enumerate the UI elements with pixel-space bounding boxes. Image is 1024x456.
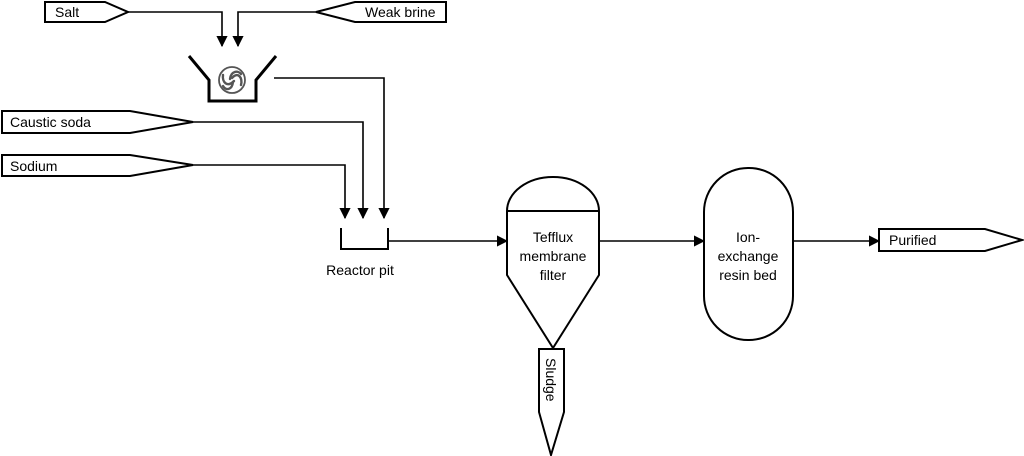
weak-brine-label: Weak brine [365,4,436,20]
reactor-pit: Reactor pit [326,228,394,278]
filter-label-line-1: Tefflux [533,229,573,245]
caustic-soda-input-tag: Caustic soda [1,110,194,134]
reactor-pit-label: Reactor pit [326,262,394,278]
salt-input-tag: Salt [44,1,131,23]
resin-bed-label-line-1: Ion- [736,229,760,245]
mixer-hopper [187,55,278,103]
salt-flow-line [128,11,228,48]
sodium-input-tag: Sodium [1,154,194,177]
resin-bed-label-line-3: resin bed [719,267,777,283]
brine-flow-line [232,11,316,48]
ion-exchange-resin-bed: Ion- exchange resin bed [703,167,794,341]
purified-label: Purified [889,232,936,248]
sludge-label: Sludge [543,358,559,402]
salt-label: Salt [55,4,79,20]
filter-label-line-3: filter [540,267,567,283]
sodium-flow-line [193,164,351,220]
mixer-impeller-icon [218,66,246,94]
weak-brine-input-tag: Weak brine [315,0,447,23]
tefflux-membrane-filter: Tefflux membrane filter [506,176,600,350]
resin-bed-label-line-2: exchange [718,248,779,264]
sludge-output-tag: Sludge [538,348,565,456]
sodium-label: Sodium [10,158,57,174]
filter-label-line-2: membrane [520,248,587,264]
caustic-soda-label: Caustic soda [10,114,91,130]
purified-output-tag: Purified [878,228,1024,252]
mixer-to-reactor-line [274,77,390,220]
caustic-soda-flow-line [193,121,369,220]
